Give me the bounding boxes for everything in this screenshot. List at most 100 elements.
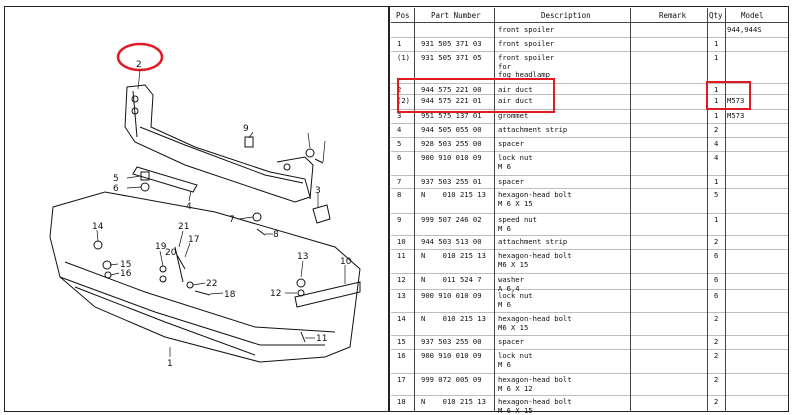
header-qty: Qty	[709, 11, 723, 20]
row-qty: 6	[714, 275, 719, 284]
row-qty: 1	[714, 111, 719, 120]
row-description: air duct	[498, 85, 533, 94]
row-pos: 17	[397, 375, 406, 384]
panel-divider	[388, 7, 390, 412]
row-description: lock nut M 6	[498, 291, 533, 309]
row-description: hexagon-head bolt M6 X 15	[498, 251, 572, 269]
row-separator	[391, 109, 788, 110]
row-qty: 1	[714, 215, 719, 224]
row-pos: 3	[397, 111, 402, 120]
row-part-number: 999 507 246 02	[421, 215, 482, 224]
callout-20: 20	[165, 248, 177, 258]
row-description: spacer	[498, 337, 524, 346]
row-separator	[391, 235, 788, 236]
callout-19: 19	[155, 242, 167, 252]
row-part-number: N 010 215 13	[421, 251, 486, 260]
callout-18: 18	[224, 290, 236, 300]
row-part-number: N 011 524 7	[421, 275, 482, 284]
exploded-parts-diagram: 1 2 3 4 5 6 7 8 9 10 11 12 13 14 15 16 1…	[49, 42, 361, 369]
row-qty: 1	[714, 39, 719, 48]
row-part-number: 944 575 221 00	[421, 85, 482, 94]
grommet-part	[312, 204, 331, 224]
row-qty: 1	[714, 85, 719, 94]
row-pos: 15	[397, 337, 406, 346]
callout-17: 17	[188, 235, 199, 245]
row-part-number: 951 575 137 01	[421, 111, 482, 120]
row-qty: 2	[714, 314, 719, 323]
row-part-number: 937 503 255 01	[421, 177, 482, 186]
row-description: attachment strip	[498, 125, 568, 134]
row-description: air duct	[498, 96, 533, 105]
row-description: spacer	[498, 139, 524, 148]
row-separator	[391, 335, 788, 336]
row-pos: 13	[397, 291, 406, 300]
row-pos: 12	[397, 275, 406, 284]
row-separator	[391, 349, 788, 350]
row-qty: 2	[714, 375, 719, 384]
header-description: Description	[541, 11, 591, 20]
callout-6: 6	[113, 184, 119, 194]
row-part-number: 999 072 005 09	[421, 375, 482, 384]
row-separator	[391, 289, 788, 290]
row-qty: 1	[714, 53, 719, 62]
header-pos: Pos	[396, 11, 410, 20]
callout-9: 9	[243, 124, 249, 134]
row-pos: 11	[397, 251, 406, 260]
row-pos: 5	[397, 139, 402, 148]
air-duct-rows-highlight	[397, 78, 555, 113]
row-part-number: 937 503 255 00	[421, 337, 482, 346]
callout-3: 3	[315, 186, 321, 196]
row-separator	[391, 312, 788, 313]
row-description: washer A 6,4	[498, 275, 524, 293]
row-description: hexagon-head bolt M 6 X 15	[498, 397, 572, 415]
row-description: hexagon-head bolt M 6 X 12	[498, 375, 572, 393]
row-description: attachment strip	[498, 237, 568, 246]
callout-5: 5	[113, 174, 119, 184]
row-pos: (2)	[397, 96, 410, 105]
row-separator	[391, 273, 788, 274]
row-model: M573	[727, 96, 745, 105]
row-description: front spoiler	[498, 25, 555, 34]
row-part-number: 931 505 371 03	[421, 39, 482, 48]
row-separator	[391, 249, 788, 250]
row-pos: 14	[397, 314, 406, 323]
callout-1: 1	[167, 359, 173, 369]
row-model: M573	[727, 111, 745, 120]
row-part-number: N 010 215 13	[421, 397, 486, 406]
row-qty: 2	[714, 237, 719, 246]
row-qty: 2	[714, 397, 719, 406]
row-separator	[391, 175, 788, 176]
row-separator	[391, 37, 788, 38]
row-part-number: 928 503 255 00	[421, 139, 482, 148]
row-description: hexagon-head bolt M6 X 15	[498, 314, 572, 332]
row-qty: 6	[714, 291, 719, 300]
row-description: grommet	[498, 111, 529, 120]
callout-22: 22	[206, 279, 217, 289]
row-separator	[391, 188, 788, 189]
row-pos: 6	[397, 153, 402, 162]
callout-12: 12	[270, 289, 281, 299]
callout-16: 16	[120, 269, 132, 279]
row-description: front spoiler for fog headlamp	[498, 53, 555, 79]
row-part-number: 931 505 371 05	[421, 53, 482, 62]
callout-15: 15	[120, 260, 131, 270]
row-part-number: 900 910 010 09	[421, 153, 482, 162]
callout-7: 7	[229, 215, 235, 225]
row-pos: (1)	[397, 53, 410, 62]
row-pos: 10	[397, 237, 406, 246]
row-separator	[391, 395, 788, 396]
row-qty: 2	[714, 125, 719, 134]
row-pos: 4	[397, 125, 402, 134]
callout-13: 13	[297, 252, 308, 262]
air-duct-model-highlight	[706, 81, 751, 110]
callout-10: 10	[340, 257, 352, 267]
row-pos: 16	[397, 351, 406, 360]
row-pos: 2	[397, 85, 402, 94]
row-part-number: 944 505 055 00	[421, 125, 482, 134]
row-part-number: 900 910 010 09	[421, 291, 482, 300]
row-part-number: 944 503 513 00	[421, 237, 482, 246]
row-description: lock nut M 6	[498, 153, 533, 171]
attachment-strip-10	[294, 281, 361, 308]
row-separator	[391, 151, 788, 152]
row-separator	[391, 123, 788, 124]
